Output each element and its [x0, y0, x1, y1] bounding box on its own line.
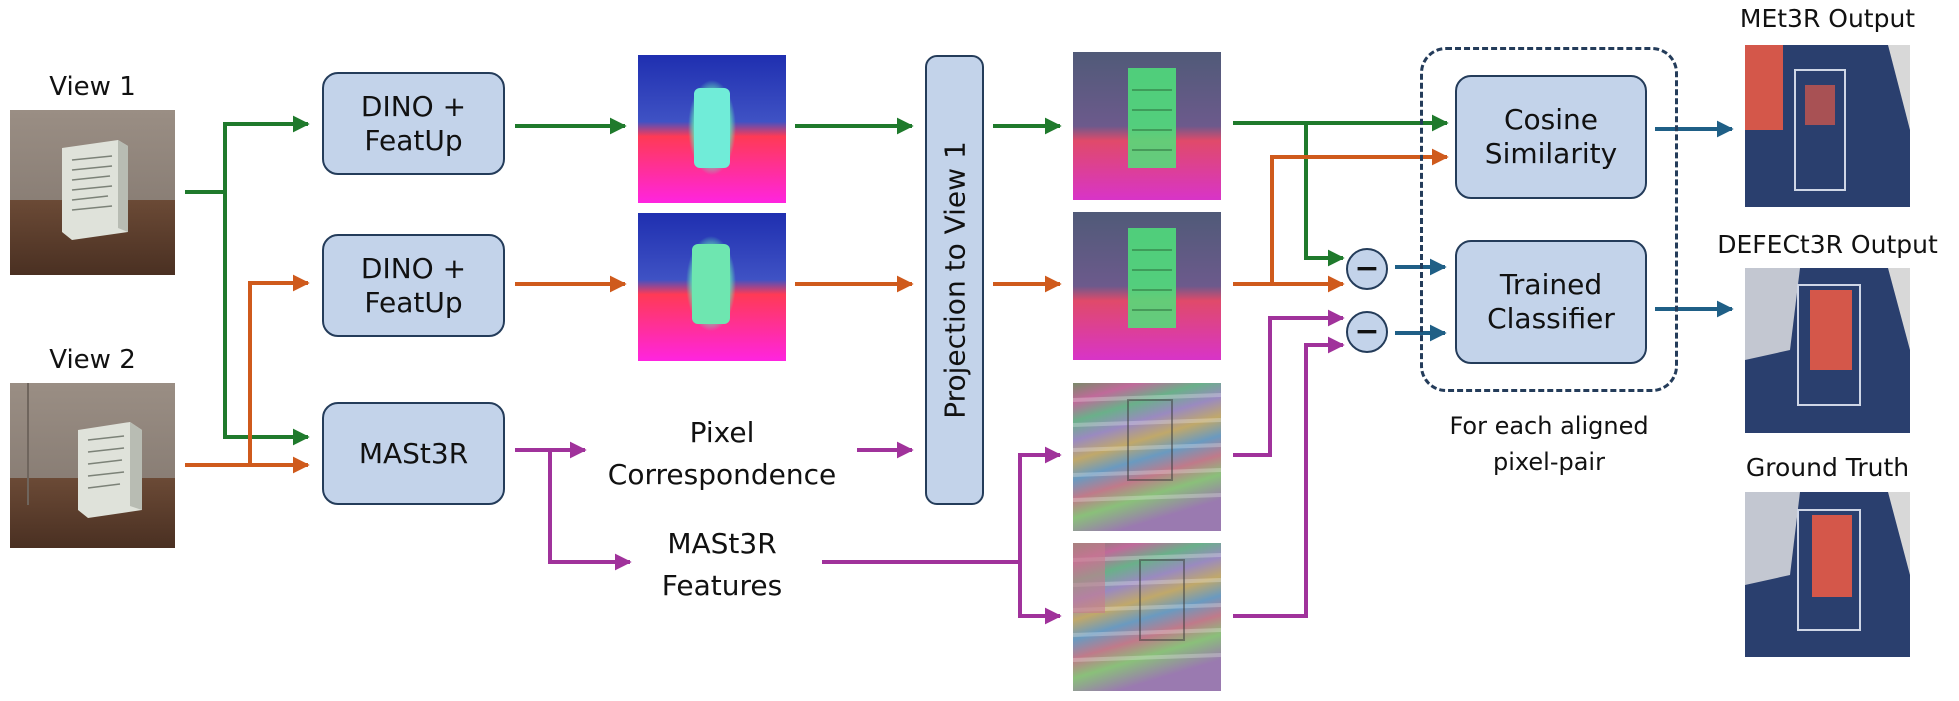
pixel-correspondence-line1: Pixel [689, 416, 755, 449]
view2-image [10, 383, 175, 548]
met3r-output-map [1745, 45, 1910, 207]
aligned-note-line2: pixel-pair [1493, 448, 1605, 476]
cosine-line2: Similarity [1484, 137, 1618, 170]
minus-symbol-2: − [1354, 314, 1380, 349]
aligned-pixel-pair-note: For each aligned pixel-pair [1420, 408, 1678, 480]
projected-feature-map-1 [1073, 52, 1221, 200]
green-arrows [185, 114, 1449, 446]
aligned-note-line1: For each aligned [1449, 412, 1649, 440]
ground-truth-map [1745, 492, 1910, 657]
orange-arrows [185, 148, 1449, 474]
minus-operator-1: − [1346, 248, 1388, 290]
pixel-correspondence-label: Pixel Correspondence [598, 412, 846, 496]
view1-image [10, 110, 175, 275]
classifier-line2: Classifier [1487, 302, 1615, 335]
dino-feature-map-1 [638, 55, 786, 203]
minus-operator-2: − [1346, 311, 1388, 353]
view1-label: View 1 [49, 72, 136, 102]
cosine-line1: Cosine [1503, 103, 1599, 136]
mast3r-features-label: MASt3R Features [618, 523, 826, 607]
mast3r-features-line1: MASt3R [667, 527, 777, 560]
dino-featup-box-2: DINO + FeatUp [322, 234, 505, 337]
view2-label: View 2 [49, 345, 136, 375]
dino-box-1-line2: FeatUp [364, 123, 463, 157]
dino-feature-map-2 [638, 213, 786, 361]
projection-box [925, 55, 984, 505]
mast3r-box-label: MASt3R [358, 436, 469, 470]
aligned-pixel-pair-group [1420, 47, 1678, 392]
dino-box-2-line2: FeatUp [364, 285, 463, 319]
dino-box-2-line1: DINO + [360, 251, 467, 285]
mast3r-feature-map-1 [1072, 383, 1222, 531]
mast3r-box: MASt3R [322, 402, 505, 505]
met3r-output-label: MEt3R Output [1739, 4, 1916, 33]
ground-truth-label: Ground Truth [1745, 453, 1910, 482]
pixel-correspondence-line2: Correspondence [607, 458, 837, 491]
purple-arrows [515, 309, 1345, 625]
dino-box-1-line1: DINO + [360, 89, 467, 123]
mast3r-feature-map-2 [1072, 543, 1222, 691]
projection-label: Projection to View 1 [938, 141, 972, 419]
classifier-line1: Trained [1499, 268, 1603, 301]
defect3r-output-label: DEFECt3R Output [1717, 230, 1938, 259]
cosine-similarity-box: Cosine Similarity [1455, 75, 1647, 199]
dino-featup-box-1: DINO + FeatUp [322, 72, 505, 175]
minus-symbol-1: − [1354, 251, 1380, 286]
mast3r-features-line2: Features [661, 569, 783, 602]
defect3r-output-map [1745, 268, 1910, 433]
projected-feature-map-2 [1073, 212, 1221, 360]
trained-classifier-box: Trained Classifier [1455, 240, 1647, 364]
